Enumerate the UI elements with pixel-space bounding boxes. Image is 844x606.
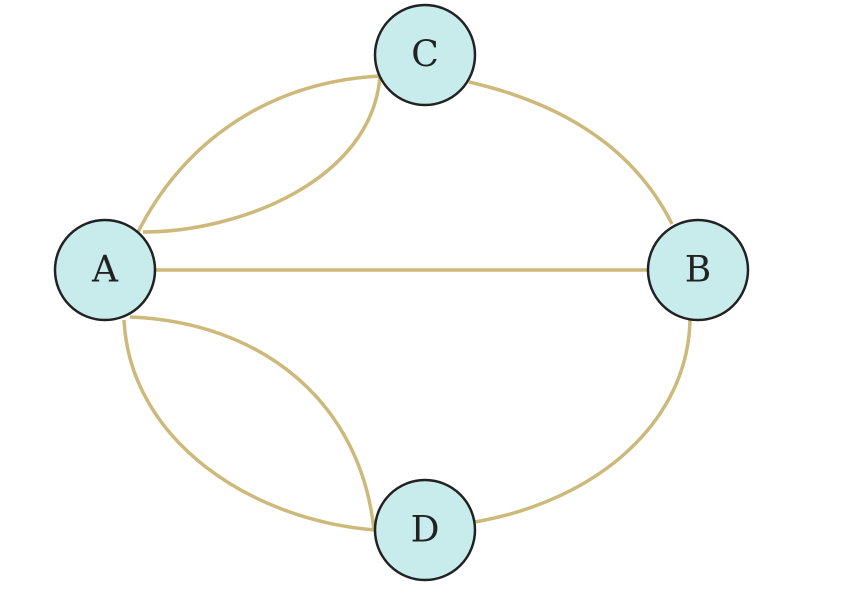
node-b-circle <box>646 218 750 322</box>
node-b: B <box>646 218 750 322</box>
node-d: D <box>373 478 477 582</box>
node-a-label: A <box>91 250 119 291</box>
node-a: A <box>53 218 157 322</box>
edge-a-d-outer <box>122 319 376 532</box>
node-d-circle <box>373 478 477 582</box>
node-c: C <box>373 3 477 107</box>
edge-a-c-inner <box>142 75 382 234</box>
edge-a-c-outer <box>136 74 381 233</box>
node-c-circle <box>373 3 477 107</box>
edge-d-b-outer <box>474 319 692 524</box>
node-a-circle <box>53 218 157 322</box>
node-b-label: B <box>685 250 711 291</box>
node-c-label: C <box>411 35 439 76</box>
edge-a-d-inner <box>129 315 376 531</box>
node-d-label: D <box>411 510 440 551</box>
edge-c-b-outer <box>468 80 674 225</box>
edges-layer <box>122 74 692 532</box>
